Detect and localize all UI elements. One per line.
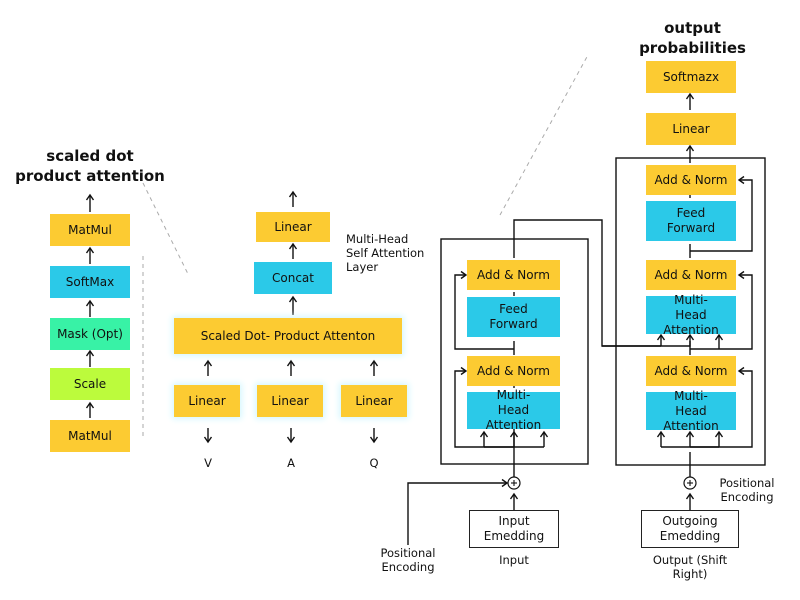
label-q: Q bbox=[369, 456, 379, 470]
output-label: Output (Shift Right) bbox=[652, 553, 728, 581]
decoder-cross-attention: Multi-Head Attention bbox=[646, 293, 736, 337]
output-embedding: Outgoing Emedding bbox=[641, 510, 739, 548]
input-label: Input bbox=[499, 553, 529, 567]
input-embedding: Input Emedding bbox=[469, 510, 559, 548]
mha-scaled-dot-product: Scaled Dot- Product Attenton bbox=[174, 318, 402, 354]
output-probabilities-title: output probabilities bbox=[639, 19, 746, 57]
encoder-add-norm-bottom: Add & Norm bbox=[467, 356, 560, 386]
mha-linear-a: Linear bbox=[257, 385, 323, 417]
mha-linear-v: Linear bbox=[174, 385, 240, 417]
sdpa-softmax: SoftMax bbox=[50, 266, 130, 298]
label-v: V bbox=[204, 456, 212, 470]
mha-linear-top: Linear bbox=[256, 212, 330, 242]
mha-linear-q: Linear bbox=[341, 385, 407, 417]
encoder-positional-encoding: Positional Encoding bbox=[380, 546, 436, 574]
decoder-add-norm-1: Add & Norm bbox=[646, 165, 736, 195]
mhsa-label: Multi-Head Self Attention Layer bbox=[346, 232, 425, 274]
decoder-positional-encoding: Positional Encoding bbox=[719, 476, 775, 504]
encoder-add-norm-top: Add & Norm bbox=[467, 260, 560, 290]
encoder-feed-forward: Feed Forward bbox=[467, 297, 560, 337]
sdpa-matmul-top: MatMul bbox=[50, 214, 130, 246]
decoder-linear: Linear bbox=[646, 113, 736, 145]
decoder-softmax: Softmazx bbox=[646, 61, 736, 93]
label-a: A bbox=[287, 456, 295, 470]
decoder-add-norm-2: Add & Norm bbox=[646, 260, 736, 290]
mha-concat: Concat bbox=[254, 262, 332, 294]
decoder-add-norm-3: Add & Norm bbox=[646, 356, 736, 386]
sdpa-scale: Scale bbox=[50, 368, 130, 400]
sdpa-mask: Mask (Opt) bbox=[50, 318, 130, 350]
encoder-multi-head-attention: Multi-Head Attention bbox=[467, 388, 560, 432]
sdpa-title: scaled dot product attention bbox=[15, 147, 165, 185]
sdpa-matmul-bottom: MatMul bbox=[50, 420, 130, 452]
decoder-feed-forward: Feed Forward bbox=[646, 201, 736, 241]
decoder-self-attention: Multi-Head Attention bbox=[646, 389, 736, 433]
